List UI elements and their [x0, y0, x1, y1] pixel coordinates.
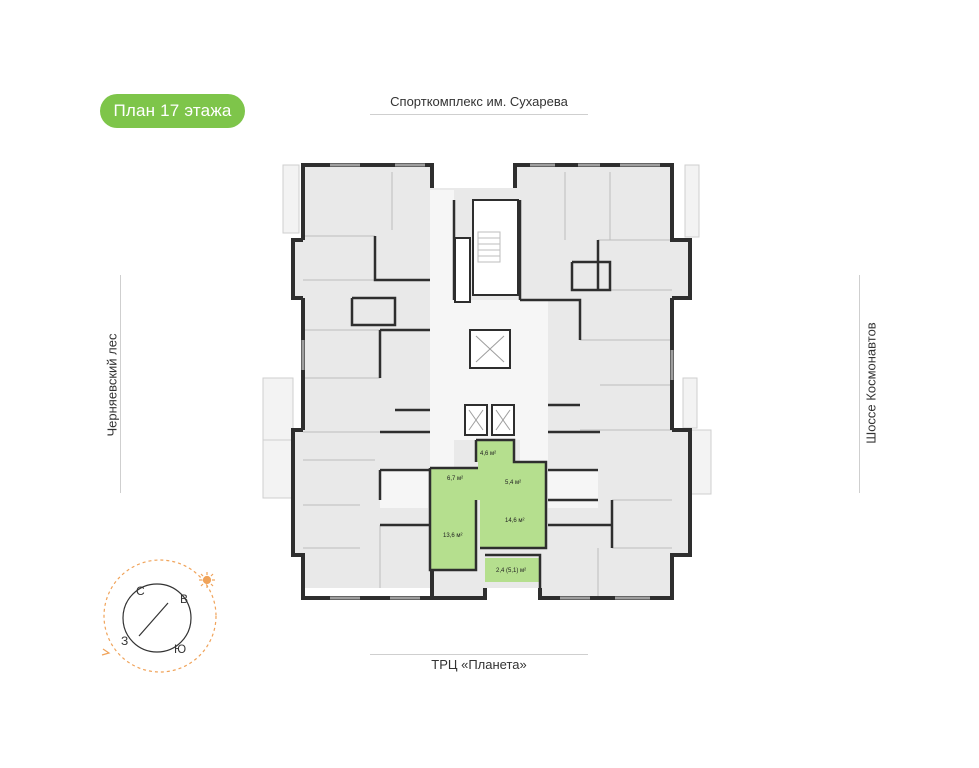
room-dividers [303, 172, 672, 598]
compass-north: С [136, 584, 145, 598]
compass-east: В [180, 592, 188, 606]
arrow-icon [101, 648, 111, 656]
street-line-left [120, 275, 121, 493]
room-area-4: 13,6 м² [443, 533, 462, 539]
room-area-3: 5,4 м² [505, 480, 521, 486]
street-label-top: Спорткомплекс им. Сухарева [390, 94, 568, 109]
stair-core [454, 199, 519, 303]
sun-icon [199, 572, 215, 588]
street-line-right [859, 275, 860, 493]
room-area-5: 14,6 м² [505, 518, 524, 524]
floor-badge: План 17 этажа [100, 94, 245, 128]
compass-west: З [121, 634, 128, 648]
interior-walls [350, 200, 614, 588]
street-line-top [370, 114, 588, 115]
balconies [262, 164, 712, 499]
room-area-1: 4,6 м² [480, 451, 496, 457]
street-label-bottom: ТРЦ «Планета» [431, 657, 527, 672]
room-area-2: 6,7 м² [447, 476, 463, 482]
compass-ring [103, 559, 217, 673]
compass-needle [138, 602, 169, 637]
street-line-bottom [370, 654, 588, 655]
compass-south: Ю [174, 642, 186, 656]
windows [301, 163, 674, 600]
elevator-marks [468, 335, 511, 431]
room-area-6: 2,4 (5,1) м² [496, 568, 526, 574]
highlighted-apartment [430, 440, 546, 582]
